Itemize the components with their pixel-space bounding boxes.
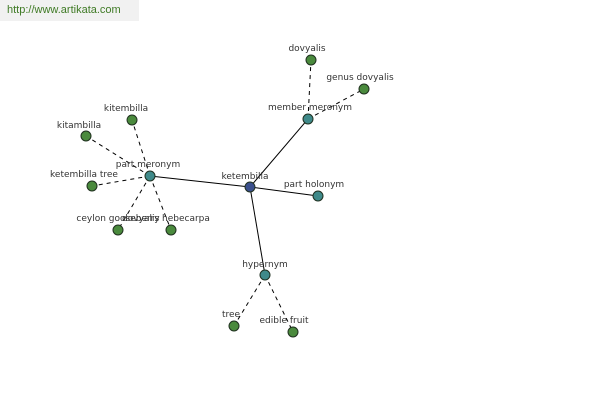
edge-ketembilla-to-hypernym: [249, 186, 266, 276]
node-genus-dovyalis[interactable]: [358, 83, 370, 95]
node-tree[interactable]: [228, 320, 240, 332]
node-label-kitembilla-1[interactable]: kitembilla: [104, 104, 148, 114]
node-label-genus-dovyalis[interactable]: genus dovyalis: [326, 73, 394, 83]
node-label-member-meronym[interactable]: member meronym: [268, 103, 352, 113]
edge-ketembilla-to-part-meronym: [149, 175, 251, 188]
node-part-meronym[interactable]: [144, 170, 156, 182]
edge-ketembilla-to-part-holonym: [249, 186, 319, 197]
node-ceylon-gooseberry[interactable]: [112, 224, 124, 236]
node-hypernym[interactable]: [259, 269, 271, 281]
edge-part-meronym-to-kitembilla-1: [131, 119, 151, 177]
node-label-tree[interactable]: tree: [222, 310, 241, 320]
node-label-kitambilla[interactable]: kitambilla: [57, 121, 101, 131]
node-kitembilla-1[interactable]: [126, 114, 138, 126]
node-label-part-meronym[interactable]: part meronym: [116, 160, 180, 170]
graph-labels: ketembilla part meronym member meronym part…: [50, 44, 394, 326]
node-label-hypernym[interactable]: hypernym: [242, 260, 288, 270]
node-label-ketembilla[interactable]: ketembilla: [222, 172, 269, 182]
edge-hypernym-to-tree: [233, 274, 266, 327]
graph-nodes: [80, 54, 370, 338]
node-label-part-holonym[interactable]: part holonym: [284, 180, 344, 190]
url-banner: http://www.artikata.com: [0, 0, 139, 21]
site-url-link[interactable]: http://www.artikata.com: [7, 4, 121, 16]
edge-member-meronym-to-dovyalis: [307, 59, 312, 120]
node-part-holonym[interactable]: [312, 190, 324, 202]
node-ketembilla-tree[interactable]: [86, 180, 98, 192]
edge-hypernym-to-edible-fruit: [264, 274, 294, 333]
edge-part-meronym-to-ceylon-gooseberry: [117, 175, 151, 231]
edge-member-meronym-to-genus-dovyalis: [307, 88, 365, 120]
node-dovyalis[interactable]: [305, 54, 317, 66]
node-label-dovyalis[interactable]: dovyalis: [288, 44, 325, 54]
node-label-ketembilla-tree[interactable]: ketembilla tree: [50, 170, 118, 180]
node-edible-fruit[interactable]: [287, 326, 299, 338]
node-ketembilla[interactable]: [244, 181, 256, 193]
edge-ketembilla-to-member-meronym: [249, 118, 309, 188]
node-kitambilla[interactable]: [80, 130, 92, 142]
node-member-meronym[interactable]: [302, 113, 314, 125]
edge-part-meronym-to-ketembilla-tree: [91, 175, 151, 187]
graph-edges: [85, 59, 365, 333]
node-label-edible-fruit[interactable]: edible fruit: [260, 316, 309, 326]
node-label-ceylon-gooseberry[interactable]: ceylon gooseberry: [76, 214, 160, 224]
edge-part-meronym-to-dovyalis-hebecarpa: [149, 175, 172, 231]
node-label-dovyalis-hebecarpa[interactable]: dovyalis hebecarpa: [122, 214, 210, 224]
node-dovyalis-hebecarpa[interactable]: [165, 224, 177, 236]
